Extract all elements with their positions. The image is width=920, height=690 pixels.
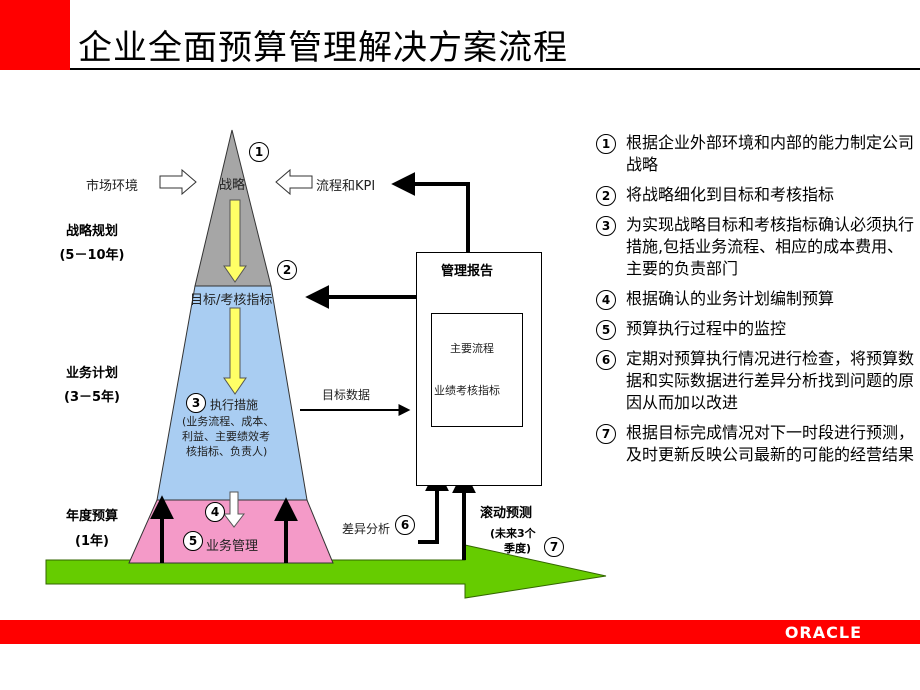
- exec-detail-2: 利益、主要绩效考: [182, 430, 270, 443]
- rolling-forecast-label: 滚动预测: [480, 506, 533, 521]
- target-data-label: 目标数据: [322, 388, 371, 402]
- level-strategy-name: 战略规划: [65, 224, 118, 239]
- step-num-icon: 6: [596, 350, 616, 370]
- step-item-6: 6 定期对预算执行情况进行检查，将预算数据和实际数据进行差异分析找到问题的原因从…: [596, 348, 916, 414]
- step-num-icon: 7: [596, 424, 616, 444]
- business-mgmt-label: 业务管理: [206, 539, 259, 554]
- variance-label: 差异分析: [342, 522, 391, 536]
- step-text: 根据目标完成情况对下一时段进行预测，及时更新反映公司最新的可能的经营结果: [626, 423, 915, 464]
- report-item-kpi: 业绩考核指标: [434, 384, 500, 397]
- step-item-3: 3 为实现战略目标和考核指标确认必须执行措施,包括业务流程、相应的成本费用、主要…: [596, 214, 916, 280]
- step-num-icon: 4: [596, 290, 616, 310]
- rolling-sub-2: 季度): [504, 542, 532, 555]
- brand-red-block: [0, 0, 70, 70]
- yellow-arrow-2: [223, 307, 247, 395]
- strategy-label: 战略: [219, 178, 246, 193]
- page-title: 企业全面预算管理解决方案流程: [78, 28, 568, 68]
- rolling-sub-1: (未来3个: [490, 527, 536, 540]
- level-budget-range: (1年): [75, 534, 109, 549]
- step-item-5: 5 预算执行过程中的监控: [596, 318, 916, 340]
- step-item-4: 4 根据确认的业务计划编制预算: [596, 288, 916, 310]
- step-text: 定期对预算执行情况进行检查，将预算数据和实际数据进行差异分析找到问题的原因从而加…: [626, 349, 915, 412]
- report-inner-box: [431, 313, 523, 427]
- step-marker-6: 6: [395, 515, 415, 535]
- oracle-logo: ORACLE: [784, 623, 862, 642]
- step-item-2: 2 将战略细化到目标和考核指标: [596, 184, 916, 206]
- exec-detail-1: (业务流程、成本、: [182, 415, 275, 428]
- step-marker-3: 3: [186, 393, 206, 413]
- exec-measures-label: 执行措施: [210, 398, 259, 412]
- step-num-icon: 2: [596, 186, 616, 206]
- market-env-label: 市场环境: [86, 179, 139, 194]
- step-item-1: 1 根据企业外部环境和内部的能力制定公司战略: [596, 132, 916, 176]
- step-text: 将战略细化到目标和考核指标: [626, 185, 835, 204]
- step-num-icon: 5: [596, 320, 616, 340]
- market-input-arrow: [159, 168, 197, 196]
- report-item-process: 主要流程: [450, 342, 494, 355]
- variance-arrow: [418, 467, 449, 544]
- level-business-name: 业务计划: [65, 366, 118, 381]
- steps-list: 1 根据企业外部环境和内部的能力制定公司战略 2 将战略细化到目标和考核指标 3…: [596, 132, 916, 474]
- step-num-icon: 1: [596, 134, 616, 154]
- step-num-icon: 3: [596, 216, 616, 236]
- report-to-kpi-arrow: [391, 172, 470, 252]
- step-text: 根据企业外部环境和内部的能力制定公司战略: [626, 133, 915, 174]
- step-text: 预算执行过程中的监控: [626, 319, 787, 338]
- kpi-input-arrow: [275, 168, 313, 196]
- level-business-range: (3－5年): [64, 390, 120, 405]
- step-marker-1: 1: [249, 142, 269, 162]
- step-marker-2: 2: [277, 260, 297, 280]
- white-arrow-4: [222, 491, 246, 528]
- level-budget-name: 年度预算: [65, 509, 118, 524]
- yellow-arrow-1: [223, 199, 247, 283]
- target-kpi-label: 目标/考核指标: [190, 293, 273, 308]
- report-title: 管理报告: [441, 264, 494, 279]
- step-text: 根据确认的业务计划编制预算: [626, 289, 835, 308]
- level-strategy-range: (5－10年): [59, 248, 125, 263]
- step-item-7: 7 根据目标完成情况对下一时段进行预测，及时更新反映公司最新的可能的经营结果: [596, 422, 916, 466]
- step-marker-7: 7: [544, 537, 564, 557]
- footer-bar: [0, 620, 920, 644]
- step-marker-4: 4: [205, 502, 225, 522]
- exec-detail-3: 核指标、负责人): [186, 445, 268, 458]
- title-divider: [70, 68, 920, 70]
- step-text: 为实现战略目标和考核指标确认必须执行措施,包括业务流程、相应的成本费用、主要的负…: [626, 215, 915, 278]
- process-kpi-label: 流程和KPI: [316, 179, 376, 194]
- step-marker-5: 5: [183, 531, 203, 551]
